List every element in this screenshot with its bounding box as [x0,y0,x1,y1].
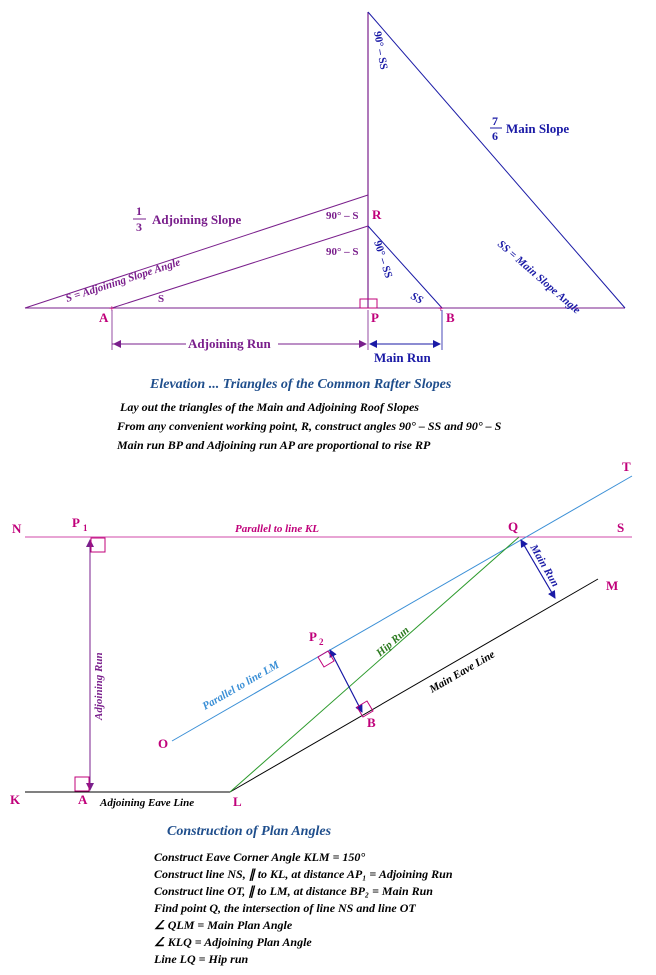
point-q: Q [508,519,518,534]
adjoining-slope-line [24,194,369,309]
angle-90-ss-top: 90° – SS [371,30,390,70]
angle-90-s-top: 90° – S [326,210,359,222]
elevation-diagram: A P B R + + 90° – SS 90° – SS 90° – S 90… [24,11,626,452]
tick-b: + [438,304,444,315]
bp2-dim-back [329,649,363,713]
q-main-run-dim-back [520,539,556,599]
line-lq-hip [229,536,520,793]
parallel-kl-label: Parallel to line KL [235,523,319,535]
point-b-elev: B [446,310,455,325]
point-a-plan: A [78,792,88,807]
point-m: M [606,578,618,593]
adj-slope-den: 3 [136,220,142,234]
adjoining-small-hyp [111,225,369,309]
plan-note-6: ∠ KLQ = Adjoining Plan Angle [154,935,312,949]
right-angle-mark-p1 [90,537,106,553]
point-o: O [158,736,168,751]
right-angle-mark-a [74,776,90,792]
right-angle-mark-p2 [317,650,335,668]
point-l: L [233,794,242,809]
point-b-plan: B [367,715,376,730]
adj-run-bg [186,336,278,350]
plan-note-4: Find point Q, the intersection of line N… [153,901,416,915]
adjoining-eave-label: Adjoining Eave Line [99,797,194,809]
main-slope-angle-label: SS = Main Slope Angle [495,238,583,316]
parallel-lm-label: Parallel to line LM [201,658,283,712]
line-ot [171,475,633,742]
point-p-elev: P [371,310,379,325]
adj-slope-num: 1 [136,204,142,218]
s-label: S [158,293,164,305]
point-k: K [10,792,21,807]
elevation-note-3: Main run BP and Adjoining run AP are pro… [116,438,431,452]
point-s: S [617,520,624,535]
tick-a: + [109,304,115,315]
main-slope-num: 7 [492,114,498,128]
angle-90-ss-mid: 90° – SS [371,239,394,279]
adjoining-run-label-plan: Adjoining Run [93,652,105,721]
point-t: T [622,459,631,474]
main-slope-den: 6 [492,129,498,143]
right-angle-mark-p [359,298,378,309]
main-small-hyp [367,225,443,309]
main-slope-line [367,11,626,309]
plan-caption: Construction of Plan Angles [167,824,332,839]
point-p2: P [309,629,317,644]
point-p1-sub: 1 [83,523,88,533]
adj-slope-label: Adjoining Slope [152,212,241,227]
plan-note-7: Line LQ = Hip run [153,952,249,966]
point-a-elev: A [99,310,109,325]
elevation-note-2: From any convenient working point, R, co… [116,419,502,433]
plan-note-3: Construct line OT, ∥ to LM, at distance … [154,884,433,898]
plan-note-2: Construct line NS, ∥ to KL, at distance … [154,867,453,881]
elevation-caption: Elevation ... Triangles of the Common Ra… [149,377,452,392]
ss-label: SS [409,290,426,307]
main-slope-label: Main Slope [506,121,569,136]
plan-diagram: N P 1 Q S T M P 2 B O K A L Parallel to … [10,459,633,966]
line-lm [229,578,599,793]
point-p1: P [72,515,80,530]
angle-90-s-mid: 90° – S [326,246,359,258]
main-run-label-plan: Main Run [527,542,561,589]
point-n: N [12,521,22,536]
elevation-note-1: Lay out the triangles of the Main and Ad… [119,400,419,414]
main-run-label-elev: Main Run [374,350,431,365]
hip-run-label: Hip Run [373,624,411,660]
point-r-elev: R [372,207,382,222]
adj-slope-angle-label: S = Adjoining Slope Angle [64,256,182,304]
plan-note-1: Construct Eave Corner Angle KLM = 150° [154,850,365,864]
point-p2-sub: 2 [319,637,324,647]
plan-note-5: ∠ QLM = Main Plan Angle [154,918,293,932]
right-angle-mark-b [356,700,374,718]
adjoining-run-label-elev: Adjoining Run [188,336,271,351]
